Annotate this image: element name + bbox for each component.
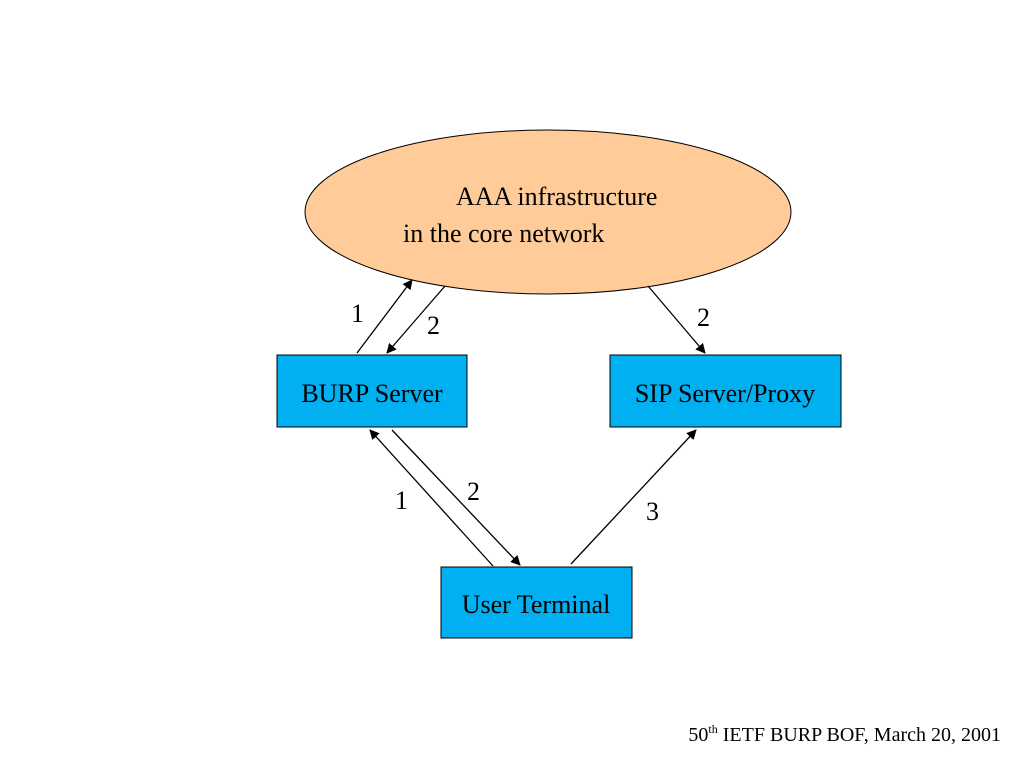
edge-label-terminal-to-sip: 3 [646, 497, 659, 526]
edge-label-terminal-to-burp: 1 [395, 486, 408, 515]
burp-server-box [276, 354, 468, 428]
footer-number: 50 [688, 724, 709, 746]
arrow-terminal-to-burp [369, 429, 494, 567]
user-terminal-box [440, 566, 633, 639]
arrow-burp-to-aaa [356, 279, 413, 354]
aaa-ellipse [304, 129, 792, 295]
aaa-label-line1: AAA infrastructure [456, 182, 657, 211]
edge-label-aaa-to-burp: 2 [427, 311, 440, 340]
burp-server-label: BURP Server [301, 379, 443, 408]
arrow-burp-to-terminal [391, 429, 521, 566]
burp-server-node: BURP Server [276, 354, 468, 428]
arrow-aaa-to-burp [386, 285, 446, 354]
arrow-aaa-to-sip [647, 285, 706, 354]
edge-label-burp-to-aaa: 1 [351, 299, 364, 328]
aaa-label-line2: in the core network [403, 219, 604, 248]
footer-text: IETF BURP BOF, March 20, 2001 [717, 724, 1001, 746]
aaa-infrastructure-node: AAA infrastructure in the core network [304, 129, 792, 295]
user-terminal-label: User Terminal [462, 590, 611, 619]
sip-server-box [609, 354, 842, 428]
edge-label-aaa-to-sip: 2 [697, 303, 710, 332]
user-terminal-node: User Terminal [440, 566, 633, 639]
sip-server-label: SIP Server/Proxy [635, 379, 815, 408]
edge-label-burp-to-terminal: 2 [467, 477, 480, 506]
slide-footer: 50th IETF BURP BOF, March 20, 2001 [688, 722, 1001, 747]
footer-ordinal-suffix: th [708, 722, 718, 736]
arrow-terminal-to-sip [570, 429, 697, 565]
sip-server-node: SIP Server/Proxy [609, 354, 842, 428]
